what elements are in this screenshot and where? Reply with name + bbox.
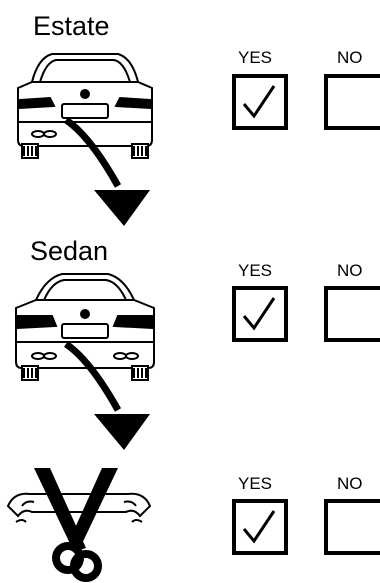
check-mark-icon xyxy=(242,296,278,332)
sedan-yes-label: YES xyxy=(238,262,272,279)
estate-yes-checkbox[interactable] xyxy=(232,74,288,130)
estate-no-label: NO xyxy=(337,49,363,66)
sedan-yes-checkbox[interactable] xyxy=(232,286,288,342)
trim-no-checkbox[interactable] xyxy=(324,499,380,555)
sedan-label: Sedan xyxy=(30,238,108,265)
sedan-no-label: NO xyxy=(337,262,363,279)
sedan-no-checkbox[interactable] xyxy=(324,286,380,342)
estate-label: Estate xyxy=(33,13,110,40)
estate-no-checkbox[interactable] xyxy=(324,74,380,130)
scissors-icon xyxy=(26,462,126,583)
trim-yes-checkbox[interactable] xyxy=(232,499,288,555)
estate-yes-label: YES xyxy=(238,49,272,66)
check-mark-icon xyxy=(242,84,278,120)
curved-down-arrow-icon xyxy=(60,112,160,232)
check-mark-icon xyxy=(242,509,278,545)
trim-yes-label: YES xyxy=(238,475,272,492)
curved-down-arrow-icon xyxy=(60,336,160,456)
trim-no-label: NO xyxy=(337,475,363,492)
